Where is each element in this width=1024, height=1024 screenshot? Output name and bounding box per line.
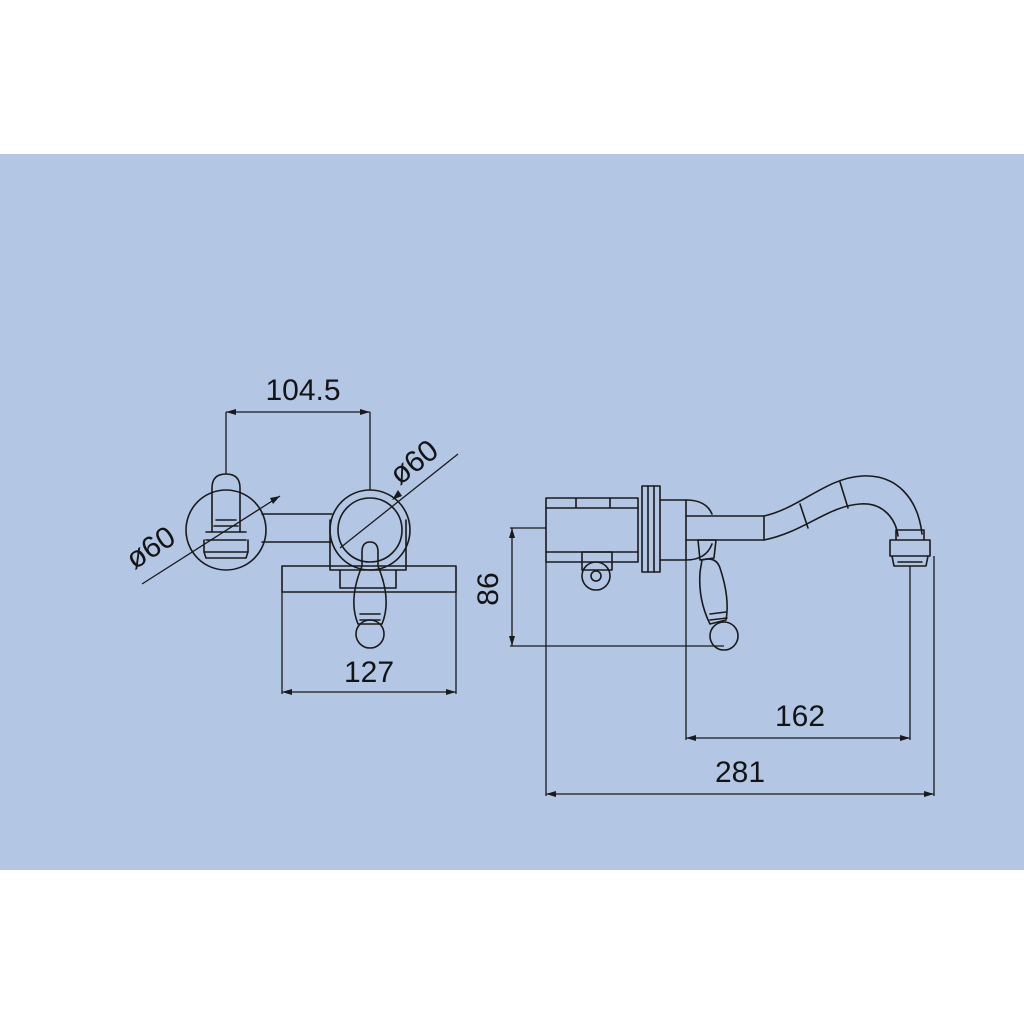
arrow-127-right xyxy=(446,689,456,695)
dim-127-lines xyxy=(281,592,457,694)
front-right-ring-inner xyxy=(337,497,403,563)
dim-281-lines xyxy=(545,556,935,796)
dim-label-281: 281 xyxy=(715,756,765,789)
side-escutcheon xyxy=(659,499,687,561)
side-valve-stem xyxy=(581,551,613,571)
side-lever-handle xyxy=(698,558,728,625)
side-aerator xyxy=(889,529,931,567)
dim-104-5-lines xyxy=(225,411,371,490)
arrow-86-top xyxy=(509,528,515,538)
side-flange-lines xyxy=(647,485,655,573)
side-spout-curve-bottom xyxy=(763,503,899,541)
side-view xyxy=(545,475,931,651)
dim-label-127: 127 xyxy=(344,656,394,689)
side-flange xyxy=(641,485,661,573)
front-body-inner xyxy=(339,569,397,589)
side-spout-curve-top xyxy=(763,475,923,535)
arrow-162-left xyxy=(686,735,696,741)
front-base-plate xyxy=(281,565,457,593)
dim-left-diameter-line xyxy=(141,495,281,585)
arrow-86-bottom xyxy=(509,636,515,646)
front-lever-handle xyxy=(353,541,387,625)
side-lever-band xyxy=(709,611,728,621)
technical-drawing: 104.5 ø60 ø60 127 86 162 281 xyxy=(0,154,1024,870)
arrow-281-left xyxy=(546,791,556,797)
arrow-162-right xyxy=(900,735,910,741)
dim-right-diameter-line xyxy=(339,453,459,549)
side-valve-outer xyxy=(581,561,611,591)
side-lever-knob xyxy=(709,621,739,651)
panel-background xyxy=(0,154,1024,870)
dim-label-104-5: 104.5 xyxy=(265,374,340,407)
front-left-collar xyxy=(203,531,249,559)
arrow-281-right xyxy=(924,791,934,797)
arrow-dia-left xyxy=(270,496,280,504)
side-valve-inner xyxy=(590,570,602,582)
dim-label-86: 86 xyxy=(472,572,505,605)
side-spout-segments xyxy=(799,481,849,529)
front-lever-knob xyxy=(355,619,385,649)
side-escutcheon-curve xyxy=(685,499,713,561)
front-connecting-pipe xyxy=(261,513,333,543)
dim-label-162: 162 xyxy=(775,700,825,733)
arrow-dia-right xyxy=(392,490,402,500)
drawing-panel: 104.5 ø60 ø60 127 86 162 281 xyxy=(0,154,1024,870)
side-lever-neck xyxy=(697,539,717,561)
arrow-127-left xyxy=(282,689,292,695)
arrow-104-left xyxy=(226,409,236,415)
front-left-flange xyxy=(185,489,267,571)
dim-162-lines xyxy=(685,560,911,740)
arrow-104-right xyxy=(360,409,370,415)
